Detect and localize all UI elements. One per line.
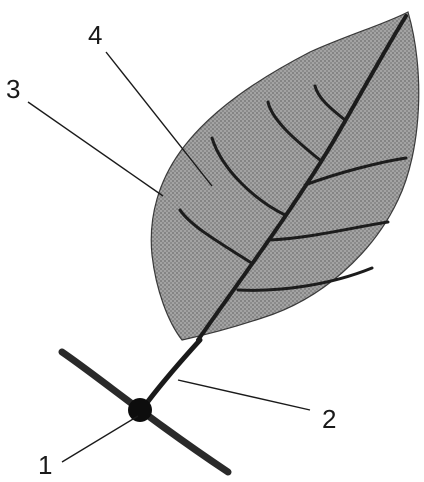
leader-line-2 (178, 380, 310, 410)
petiole (143, 340, 200, 408)
label-2: 2 (322, 404, 336, 434)
leader-line-4 (106, 52, 212, 186)
label-1: 1 (38, 450, 52, 480)
node-dot (128, 398, 152, 422)
leader-line-1 (62, 416, 138, 462)
leader-line-3 (28, 102, 163, 196)
label-4: 4 (88, 20, 102, 50)
label-3: 3 (6, 74, 20, 104)
